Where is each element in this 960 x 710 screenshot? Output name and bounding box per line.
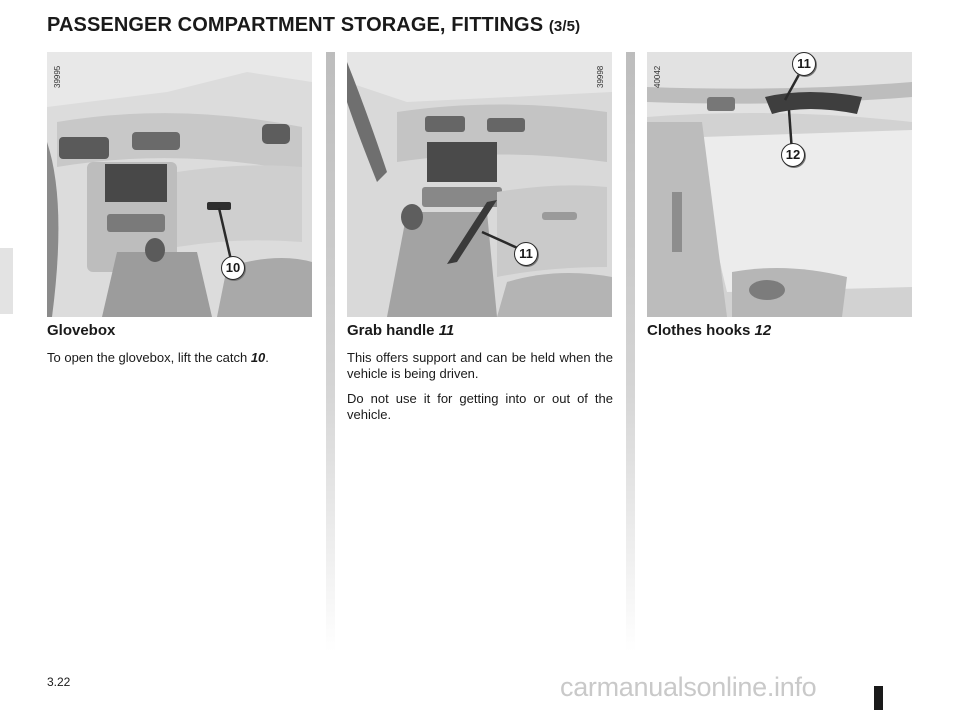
callout-11-hook: 11 <box>792 52 816 76</box>
grab-handle-illustration <box>347 52 612 317</box>
chapter-tab <box>0 248 13 314</box>
page-number: 3.22 <box>47 675 71 689</box>
glovebox-instruction: To open the glovebox, lift the catch 10. <box>47 350 269 365</box>
glovebox-heading: Glovebox <box>47 322 115 339</box>
page-title: PASSENGER COMPARTMENT STORAGE, FITTINGS … <box>47 14 580 37</box>
glovebox-drawing <box>47 52 312 317</box>
clothes-hooks-heading: Clothes hooks 12 <box>647 322 771 339</box>
grab-handle-body: This offers support and can be held when… <box>347 350 613 432</box>
image-ref-3: 40042 <box>653 65 662 88</box>
grab-handle-heading: Grab handle 11 <box>347 322 454 339</box>
clothes-hooks-heading-text: Clothes hooks <box>647 322 755 339</box>
page-title-part: (3/5) <box>548 18 581 35</box>
page-title-text: PASSENGER COMPARTMENT STORAGE, FITTINGS <box>47 14 544 36</box>
grab-handle-heading-num: 11 <box>438 322 455 339</box>
watermark: carmanualsonline.info <box>560 672 817 702</box>
glovebox-catch-ref: 10 <box>250 350 266 365</box>
column-divider-1 <box>326 52 335 652</box>
image-ref-2: 39998 <box>596 65 605 88</box>
corner-marker <box>874 686 883 710</box>
glovebox-body: To open the glovebox, lift the catch 10. <box>47 350 315 375</box>
grab-handle-paragraph-2: Do not use it for getting into or out of… <box>347 391 613 422</box>
clothes-hook-illustration <box>647 52 912 317</box>
image-ref-1: 39995 <box>53 65 62 88</box>
glovebox-illustration <box>47 52 312 317</box>
grab-handle-drawing <box>347 52 612 317</box>
callout-10: 10 <box>221 256 245 280</box>
glovebox-heading-text: Glovebox <box>47 322 116 339</box>
callout-12: 12 <box>781 143 805 167</box>
clothes-hooks-heading-num: 12 <box>754 322 772 339</box>
clothes-hook-drawing <box>647 52 912 317</box>
grab-handle-heading-text: Grab handle <box>347 322 439 339</box>
column-divider-2 <box>626 52 635 652</box>
grab-handle-paragraph-1: This offers support and can be held when… <box>347 350 613 381</box>
callout-11-grab-handle: 11 <box>514 242 538 266</box>
